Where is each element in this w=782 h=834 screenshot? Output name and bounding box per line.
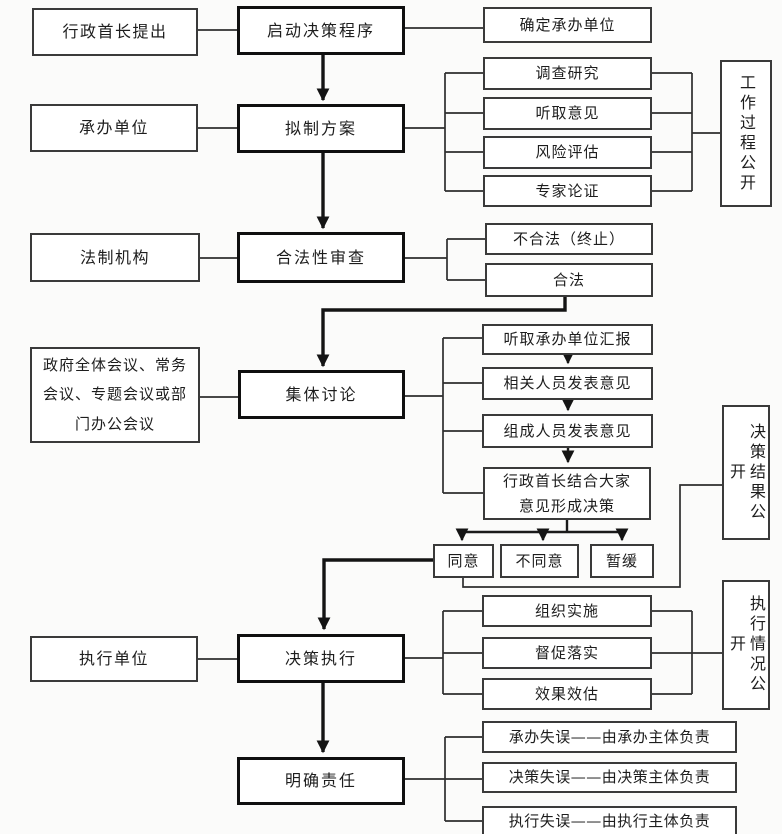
arrow-agree-execute [317,558,433,631]
node-draft-plan: 拟制方案 [237,104,405,153]
association-lines [198,27,722,822]
connector-discussion-substeps [405,337,483,494]
node-expert-review: 专家论证 [483,175,652,207]
node-process-open: 工作过程公开 [720,60,772,207]
node-leader-decision: 行政首长结合大家意见形成决策 [483,467,651,520]
node-fault-decision: 决策失误——由决策主体负责 [482,762,737,793]
connector-review-outcomes [405,238,485,281]
node-supervise: 督促落实 [482,637,652,669]
node-illegal: 不合法（终止） [485,223,653,255]
node-disagree: 不同意 [500,544,579,578]
node-confirm-unit: 确定承办单位 [483,7,652,43]
main-flow-arrows [316,55,567,754]
arrow-legal-discussion [316,297,567,368]
node-legality-review: 合法性审查 [237,232,405,283]
node-start-procedure: 启动决策程序 [237,6,405,55]
node-decision-execute: 决策执行 [237,634,405,683]
node-meetings: 政府全体会议、常务会议、专题会议或部门办公会议 [30,347,200,443]
connector-substeps-exec-open [652,610,722,695]
node-member-opinions: 组成人员发表意见 [482,414,653,448]
node-undertaker: 承办单位 [30,104,198,152]
distribution-line [462,520,622,534]
node-related-opinions: 相关人员发表意见 [482,367,653,400]
node-risk-assess: 风险评估 [483,136,652,169]
node-organize: 组织实施 [482,595,652,627]
connector-execute-substeps [405,610,482,695]
node-exec-open: 执行情况公开 [722,580,770,710]
connector-draft-substeps [405,72,483,192]
node-result-open: 决策结果公开 [722,405,770,540]
node-investigate: 调查研究 [483,57,652,90]
node-proposer: 行政首长提出 [32,8,198,56]
node-fault-execute: 执行失误——由执行主体负责 [482,806,737,834]
node-hear-report: 听取承办单位汇报 [482,324,653,355]
discussion-step-arrows [455,351,629,542]
connector-responsibility-faults [405,736,482,822]
node-postpone: 暂缓 [590,544,654,578]
node-listen-opinions: 听取意见 [483,97,652,130]
connector-substeps-process-open [652,72,720,192]
node-fault-undertake: 承办失误——由承办主体负责 [482,721,737,753]
node-legal-ok: 合法 [485,263,653,297]
node-evaluate: 效果效估 [482,678,652,710]
node-clarify-responsibility: 明确责任 [237,757,405,805]
node-group-discussion: 集体讨论 [238,370,405,419]
connector-outcome-result-open [462,484,722,588]
node-executing-unit: 执行单位 [30,636,198,682]
node-legal-office: 法制机构 [30,233,200,282]
node-agree: 同意 [433,544,494,578]
